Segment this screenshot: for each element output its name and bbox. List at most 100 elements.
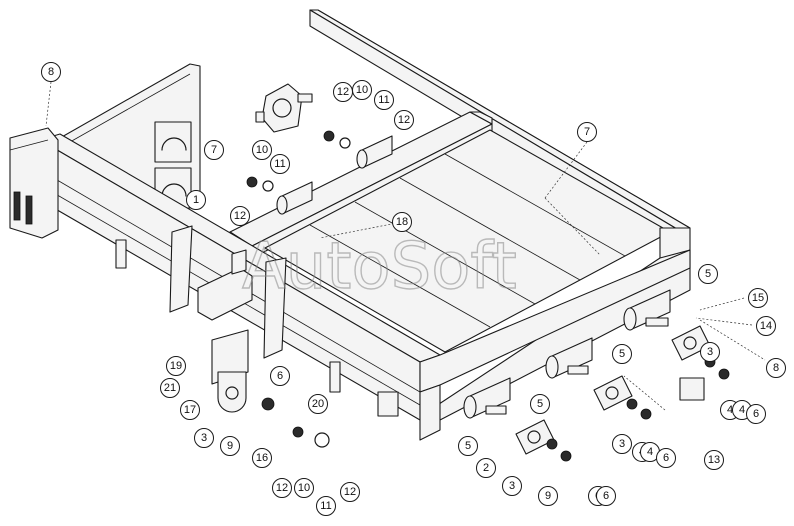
callout-6: 6 — [746, 404, 766, 424]
callout-label: 12 — [276, 482, 288, 494]
callout-label: 5 — [465, 440, 471, 452]
callout-circle — [180, 400, 200, 420]
callout-circle — [577, 122, 597, 142]
callout-3: 3 — [612, 434, 632, 454]
callout-label: 10 — [356, 84, 368, 96]
callout-10: 10 — [352, 80, 372, 100]
callout-label: 10 — [298, 482, 310, 494]
callout-7: 7 — [204, 140, 224, 160]
callout-circle — [392, 212, 412, 232]
callout-label: 5 — [705, 268, 711, 280]
callout-label: 8 — [773, 362, 779, 374]
callout-11: 11 — [374, 90, 394, 110]
callout-19: 19 — [166, 356, 186, 376]
callout-circle — [160, 378, 180, 398]
callout-label: 12 — [344, 486, 356, 498]
callout-circle — [700, 342, 720, 362]
callout-18: 18 — [392, 212, 412, 232]
callout-label: 1 — [193, 194, 199, 206]
callout-circle — [374, 90, 394, 110]
callout-label: 11 — [274, 158, 285, 170]
callout-label: 3 — [201, 432, 207, 444]
callout-label: 20 — [312, 398, 324, 410]
watermark-text: AutoSoft — [242, 230, 517, 304]
callout-20: 20 — [308, 394, 328, 414]
callout-circle — [612, 434, 632, 454]
callout-5: 5 — [530, 394, 550, 414]
callout-label: 6 — [603, 490, 609, 502]
callout-circle — [656, 448, 676, 468]
callout-12: 12 — [230, 206, 250, 226]
hardware — [246, 130, 730, 462]
callout-circle — [270, 366, 290, 386]
callout-label: 6 — [753, 408, 759, 420]
callout-21: 21 — [160, 378, 180, 398]
callout-10: 10 — [252, 140, 272, 160]
callout-label: 2 — [483, 462, 489, 474]
callout-8: 8 — [766, 358, 786, 378]
callout-circle — [612, 344, 632, 364]
callout-label: 5 — [619, 348, 625, 360]
callout-label: 5 — [537, 398, 543, 410]
callout-label: 19 — [170, 360, 182, 372]
left-end-box — [9, 127, 59, 239]
callout-label: 18 — [396, 216, 408, 228]
gearbox — [255, 83, 313, 133]
callout-circle — [704, 450, 724, 470]
callout-label: 12 — [234, 210, 246, 222]
callout-circle — [748, 288, 768, 308]
callout-circle — [458, 436, 478, 456]
callout-1: 1 — [186, 190, 206, 210]
callout-circle — [308, 394, 328, 414]
callout-3: 3 — [700, 342, 720, 362]
callout-5: 5 — [458, 436, 478, 456]
callout-12: 12 — [394, 110, 414, 130]
callout-label: 14 — [760, 320, 772, 332]
callout-16: 16 — [252, 448, 272, 468]
callout-7: 7 — [577, 122, 597, 142]
callout-circle — [252, 140, 272, 160]
callout-10: 10 — [294, 478, 314, 498]
callout-circle — [530, 394, 550, 414]
callout-9: 9 — [538, 486, 558, 506]
callout-13: 13 — [704, 450, 724, 470]
callout-5: 5 — [612, 344, 632, 364]
callout-14: 14 — [756, 316, 776, 336]
callout-circle — [204, 140, 224, 160]
callout-label: 3 — [707, 346, 713, 358]
callout-label: 16 — [256, 452, 268, 464]
callout-circle — [252, 448, 272, 468]
callout-label: 11 — [378, 94, 389, 106]
callout-circle — [476, 458, 496, 478]
callout-label: 7 — [211, 144, 217, 156]
callout-8: 8 — [41, 62, 61, 82]
callout-15: 15 — [748, 288, 768, 308]
callout-circle — [538, 486, 558, 506]
callout-label: 6 — [277, 370, 283, 382]
callout-label: 3 — [509, 480, 515, 492]
callout-circle — [698, 264, 718, 284]
callout-label: 4 — [727, 404, 733, 416]
callout-label: 8 — [48, 66, 54, 78]
callout-label: 4 — [647, 446, 653, 458]
callout-label: 12 — [398, 114, 410, 126]
callout-circle — [194, 428, 214, 448]
callout-circle — [340, 482, 360, 502]
callout-circle — [186, 190, 206, 210]
callout-circle — [766, 358, 786, 378]
callout-3: 3 — [194, 428, 214, 448]
callout-circle — [270, 154, 290, 174]
callout-6: 6 — [656, 448, 676, 468]
callout-circle — [220, 436, 240, 456]
callout-11: 11 — [270, 154, 290, 174]
callout-label: 7 — [584, 126, 590, 138]
callout-circle — [394, 110, 414, 130]
callout-label: 21 — [164, 382, 176, 394]
callout-circle — [746, 404, 766, 424]
callout-circle — [294, 478, 314, 498]
callout-label: 13 — [708, 454, 720, 466]
callout-label: 9 — [545, 490, 551, 502]
callout-label: 15 — [752, 292, 764, 304]
